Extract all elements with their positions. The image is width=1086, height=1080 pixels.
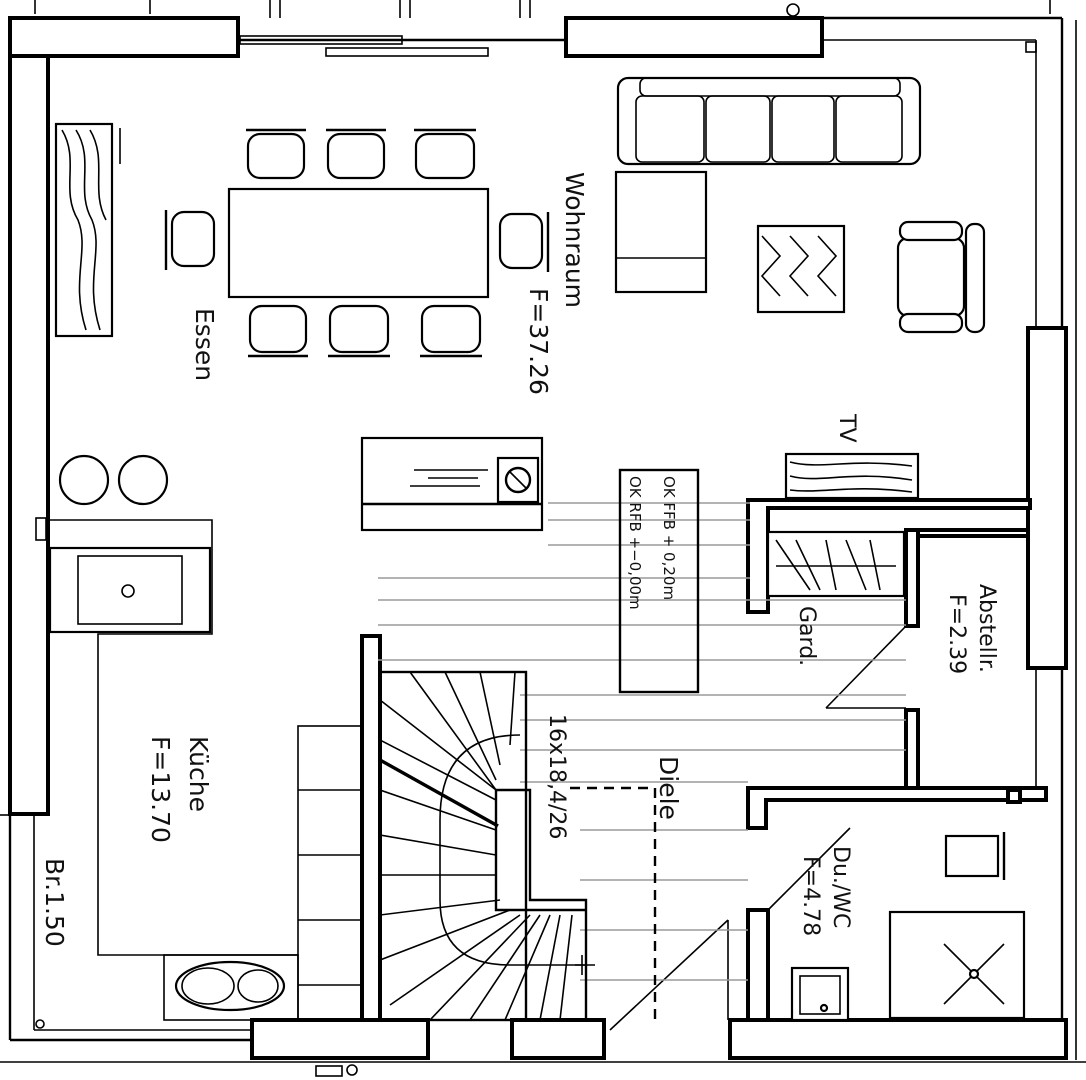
bottom-markers [35, 41, 1037, 1077]
room-name-du-wc: Du./WC [828, 846, 853, 928]
staircase [378, 670, 595, 1022]
room-name-kueche: Küche [184, 736, 213, 812]
room-name-wohnraum: Wohnraum [560, 172, 589, 308]
room-name-garderobe: Gard. [794, 606, 819, 666]
stairs-label: 16x18,4/26 [544, 714, 569, 839]
wardrobe [766, 530, 906, 598]
level-hatch-lines [378, 502, 906, 981]
interior-walls [360, 498, 1048, 1022]
level-line-1: OK FFB + 0,20m [660, 476, 678, 600]
tv-label: TV [834, 413, 859, 443]
armchair [896, 220, 986, 334]
room-area-wohnraum: F=37.26 [524, 288, 553, 395]
door-swings [609, 625, 907, 1031]
fireplace-stove [360, 436, 544, 532]
room-area-du-wc: F=4.78 [798, 856, 823, 936]
diele-dashed-outline [570, 786, 657, 1020]
exterior-walls [8, 16, 1068, 1060]
dining-set [164, 128, 550, 358]
room-name-diele: Diele [654, 756, 683, 820]
room-area-abstellraum: F=2.39 [944, 594, 969, 674]
kitchen-counter [35, 454, 299, 1021]
room-name-abstellraum: Abstellr. [974, 584, 999, 673]
sofa [614, 76, 922, 294]
sideboard-left [54, 122, 121, 338]
coffee-table [756, 224, 846, 314]
kitchen-steps [297, 725, 363, 1021]
level-line-2: OK RFB +−0,00m [626, 476, 644, 610]
room-name-essen: Essen [190, 308, 219, 381]
window-top [238, 0, 800, 57]
window-width-label: Br.1.50 [40, 858, 69, 947]
level-info-box: OK FFB + 0,20m OK RFB +−0,00m [618, 468, 700, 694]
room-area-kueche: F=13.70 [146, 736, 175, 843]
tv-cabinet [784, 452, 920, 500]
bathroom-fixtures [790, 832, 1026, 1022]
